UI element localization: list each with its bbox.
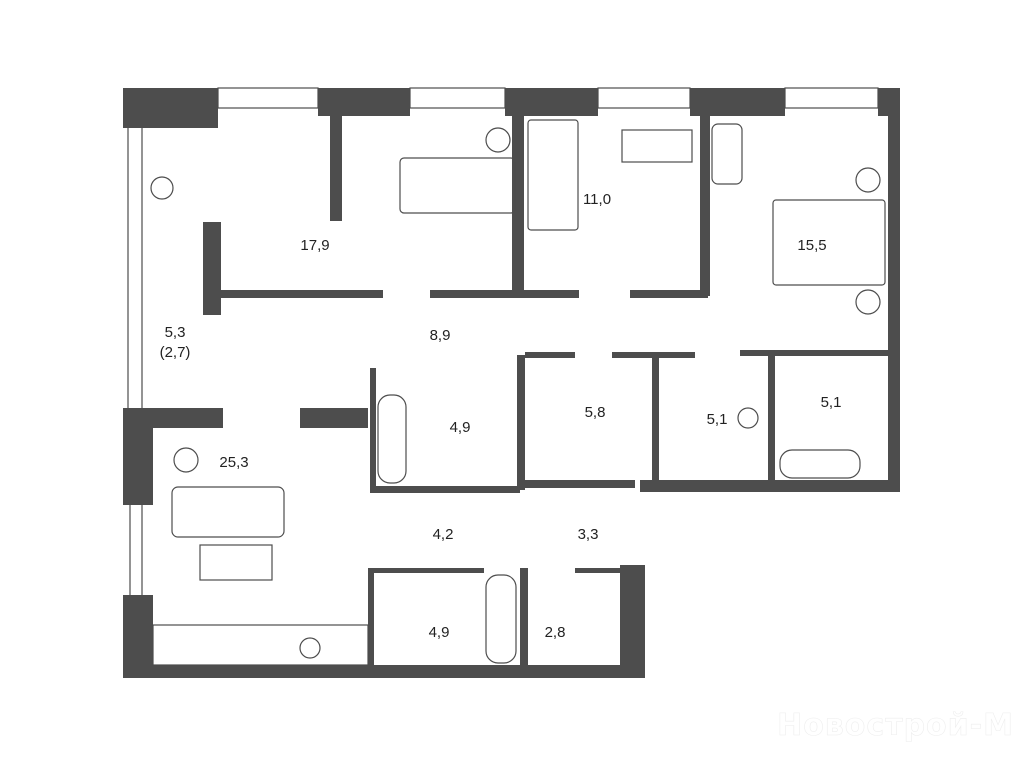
room-area-label: 3,3: [578, 526, 599, 543]
room-area-label: 2,8: [545, 624, 566, 641]
interior-walls: [203, 116, 890, 665]
furniture: [150, 119, 886, 666]
room-labels: 17,9 11,0 15,5 5,3 (2,7) 8,9 4,9 5,8 5,1…: [160, 191, 842, 641]
room-area-label: 5,1: [707, 411, 728, 428]
exterior-walls: [123, 88, 900, 678]
room-area-label: 11,0: [583, 191, 611, 208]
room-area-label: 4,2: [433, 526, 454, 543]
room-area-label: (2,7): [160, 344, 191, 361]
watermark: Новострой-М: [777, 708, 1014, 743]
room-area-label: 4,9: [450, 419, 471, 436]
room-area-label: 5,8: [585, 404, 606, 421]
room-area-label: 25,3: [219, 454, 248, 471]
room-area-label: 15,5: [797, 237, 826, 254]
room-area-label: 5,1: [821, 394, 842, 411]
room-area-label: 8,9: [430, 327, 451, 344]
room-area-label: 5,3: [165, 324, 186, 341]
windows: [127, 87, 879, 595]
room-area-label: 17,9: [300, 237, 329, 254]
room-area-label: 4,9: [429, 624, 450, 641]
